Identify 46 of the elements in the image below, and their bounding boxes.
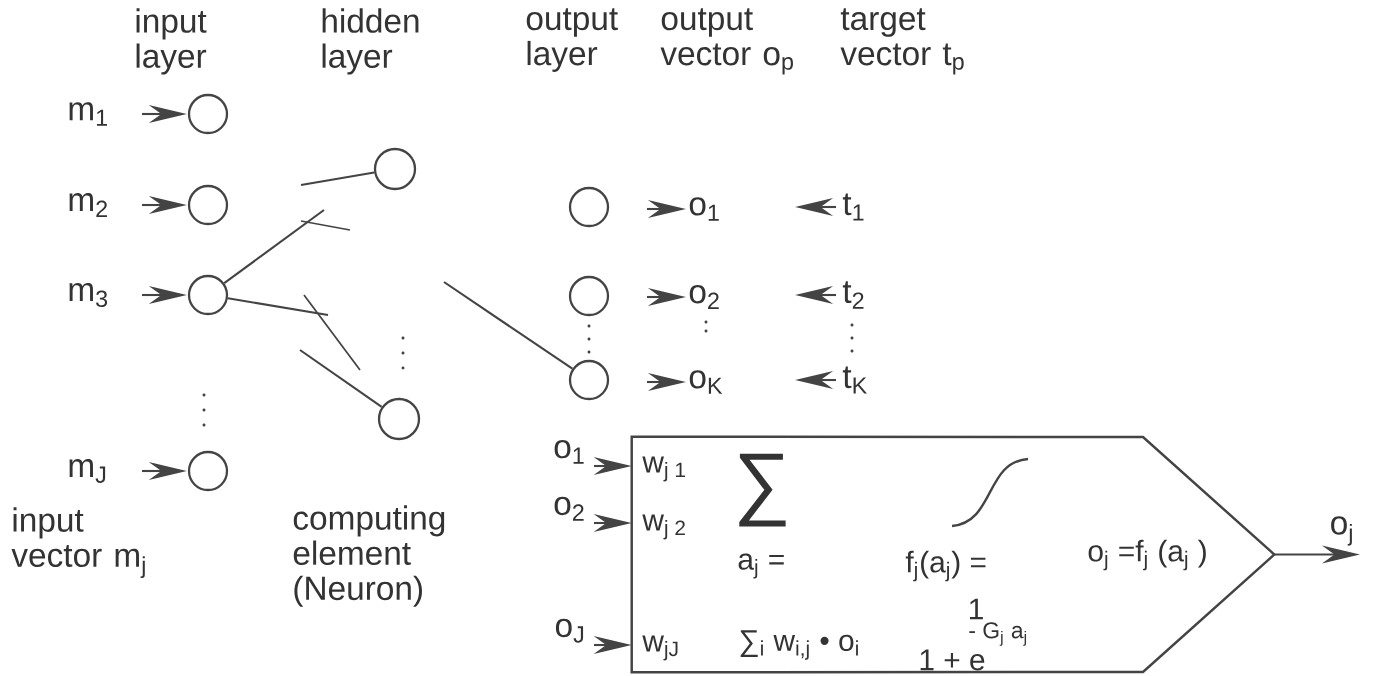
connection-line [299, 349, 383, 408]
connection-line [300, 171, 375, 187]
layer-heading: output layer [526, 8, 618, 72]
input-neuron [187, 274, 229, 316]
formula: ∑$_{i}$ w$_{i,j}$ • o$_{i}$ [740, 630, 858, 660]
vector-caption: input vector m$_{j}$ [11, 507, 145, 578]
output-neuron [568, 359, 610, 401]
weight-label: w$_{j 1}$ [642, 456, 685, 482]
input-label: m$_{3}$ [69, 282, 108, 307]
formula: o$_{j}$ =f$_{j}$ (a$_{j}$ ) [1088, 539, 1206, 571]
target-value: t$_{2}$ [842, 281, 864, 309]
output-value: o$_{1}$ [689, 197, 719, 221]
sum-symbol: ∑ [739, 453, 786, 527]
input-signal: o$_{2}$ [554, 496, 584, 521]
vector-heading: target vector t$_{p}$ [840, 8, 964, 75]
target-value: t$_{1}$ [842, 193, 864, 221]
input-label: m$_{J}$ [69, 459, 106, 483]
input-label: m$_{2}$ [69, 193, 107, 217]
output-value: o$_{K}$ [689, 370, 723, 394]
element-caption: computing element (Neuron) [293, 505, 445, 607]
output-neuron [568, 275, 610, 317]
vector-heading: output vector o$_{p}$ [660, 8, 793, 75]
weight-label: w$_{jJ}$ [642, 635, 678, 661]
input-neuron [187, 184, 229, 226]
layer-heading: input layer [136, 8, 207, 75]
formula: - G$_{j}$ a$_{j}$ [969, 622, 1027, 646]
hidden-neuron [373, 147, 417, 191]
input-signal: o$_{1}$ [554, 440, 584, 464]
formula: 1 + e [920, 649, 985, 671]
edge-label: o$_{j}$ [1331, 516, 1352, 546]
connection-line [443, 281, 573, 370]
connection-line [227, 297, 329, 317]
target-value: t$_{K}$ [842, 366, 867, 394]
connection-line [223, 209, 325, 284]
input-signal: o$_{J}$ [555, 618, 584, 643]
formula: 1 [970, 598, 983, 620]
hidden-neuron [377, 397, 421, 441]
input-neuron [187, 93, 229, 135]
weight-label: w$_{j 2}$ [642, 514, 685, 540]
layer-heading: hidden layer [322, 8, 419, 75]
formula: f$_{j}$(a$_{j}$) = [905, 550, 986, 582]
output-value: o$_{2}$ [689, 285, 719, 309]
input-neuron [187, 450, 229, 492]
input-label: m$_{1}$ [69, 102, 107, 126]
output-neuron [568, 186, 610, 228]
formula: a$_{j}$ = [738, 553, 784, 579]
